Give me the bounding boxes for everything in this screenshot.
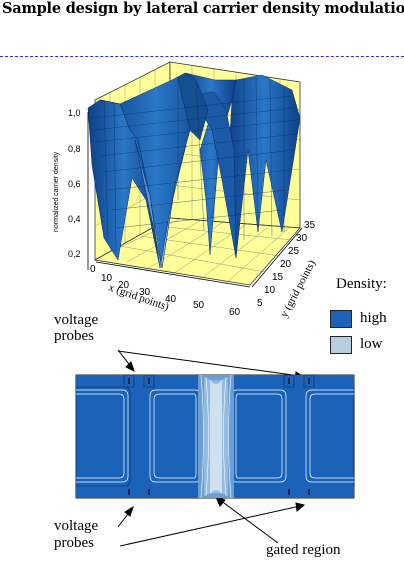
annotation-arrows [117,349,306,547]
x-tick: 10 [101,273,113,284]
top-probes-label-line1: voltage [54,312,99,328]
contour-map [75,374,355,499]
x-tick: 40 [165,294,177,305]
legend-title: Density: [336,276,387,292]
arrow-head [125,361,135,372]
surface-gridlines [91,77,297,253]
y-tick: 30 [296,233,308,244]
y-axis: 5 10 15 20 25 30 35 [251,220,316,309]
gated-region-inner [210,380,222,494]
y-tick: 25 [288,246,300,257]
surface-mesh [87,72,301,269]
bottom-probes-label-line1: voltage [54,518,99,534]
legend-label-low: low [360,336,383,352]
z-tick: 1,0 [68,108,81,118]
y-tick: 5 [257,298,263,309]
x-axis: 0 10 20 30 40 50 60 [90,261,251,318]
y-tick: 10 [264,285,276,296]
z-tick: 0,2 [68,249,81,259]
z-axis: 1,0 0,8 0,6 0,4 0,2 [68,108,89,270]
page-title: Sample design by lateral carrier density… [2,0,404,17]
arrow-head [295,502,306,512]
dashed-divider [0,56,404,57]
gated-region-contours [200,374,232,499]
x-tick: 30 [139,287,151,298]
x-tick: 50 [193,300,205,311]
arrow-head [124,505,134,517]
z-tick: 0,4 [68,214,81,224]
contour-lines [76,389,354,483]
probe-ticks [128,378,310,495]
y-tick: 20 [280,259,292,270]
top-probes-label-line2: probes [54,328,94,344]
y-tick: 35 [304,220,316,231]
legend-label-high: high [360,310,387,326]
legend-swatch-high [330,310,352,328]
x-tick: 0 [90,264,96,275]
gated-region-label: gated region [266,542,341,558]
x-tick: 20 [118,280,130,291]
z-axis-label: normalized carrier density [53,151,60,232]
z-tick: 0,8 [68,144,81,154]
y-tick: 15 [272,272,284,283]
z-tick: 0,6 [68,179,81,189]
x-tick: 60 [229,307,241,318]
bottom-probes-label-line2: probes [54,535,94,551]
legend-swatch-low [330,336,352,354]
